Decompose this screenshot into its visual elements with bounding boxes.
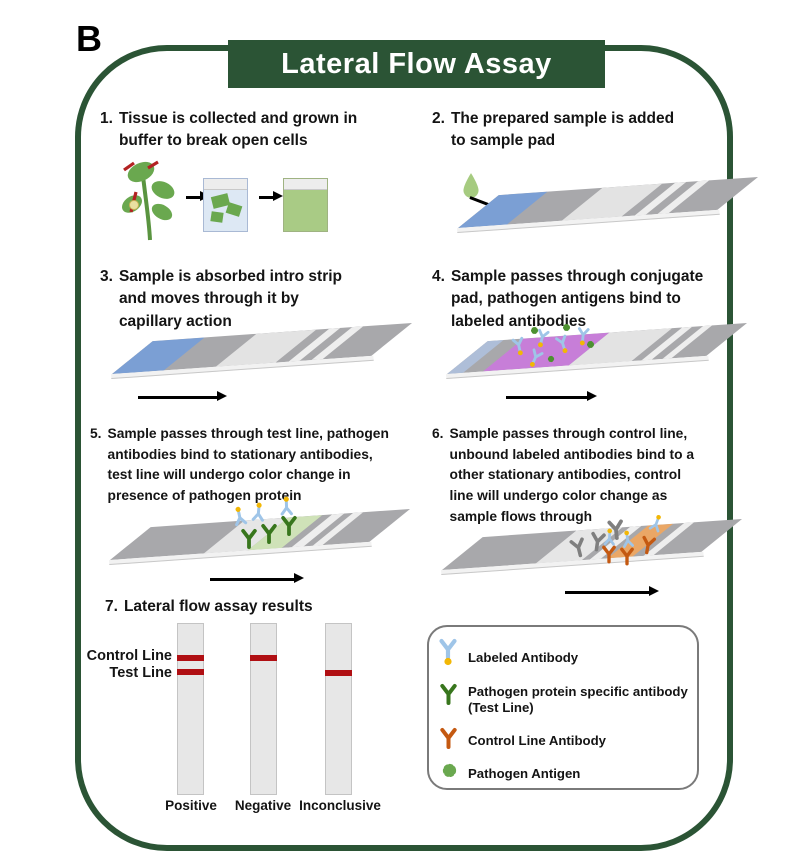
step-6-text: 6. Sample passes through control line, u… xyxy=(432,424,742,527)
step-3-body: Sample is absorbed intro strip and moves… xyxy=(118,268,343,330)
test-line-antibody-icon xyxy=(260,522,278,546)
test-line-antibody-icon xyxy=(439,682,458,707)
pathogen-antigen-icon xyxy=(441,762,458,779)
step-4-body: Sample passes through conjugate pad, pat… xyxy=(450,268,704,330)
test-line-label: Test Line xyxy=(109,665,172,681)
step-7-text: 7. Lateral flow assay results xyxy=(105,596,405,618)
control-line-mark xyxy=(250,655,277,661)
pathogen-antigen-icon xyxy=(586,340,595,349)
control-line-antibody-icon xyxy=(601,544,617,565)
lysate-beaker xyxy=(283,178,328,232)
step-5-text: 5. Sample passes through test line, path… xyxy=(90,424,420,507)
flow-arrow xyxy=(259,192,283,201)
step-1-text: 1. Tissue is collected and grown in buff… xyxy=(100,108,420,153)
legend-test-antibody: Pathogen protein specific antibody xyxy=(468,684,688,699)
result-label-inconclusive: Inconclusive xyxy=(299,798,381,813)
step-5-body: Sample passes through test line, pathoge… xyxy=(107,426,389,504)
legend-control-antibody: Control Line Antibody xyxy=(468,733,606,748)
pathogen-antigen-icon xyxy=(530,326,539,335)
diagram-title-text: Lateral Flow Assay xyxy=(281,47,552,80)
step-3-number: 3. xyxy=(100,268,113,285)
step-1-number: 1. xyxy=(100,110,113,127)
legend-test-antibody-sub: (Test Line) xyxy=(468,700,534,715)
control-line-label: Control Line xyxy=(86,648,172,664)
step-4-number: 4. xyxy=(432,268,445,285)
legend-labeled-antibody: Labeled Antibody xyxy=(468,650,579,665)
step-2-body: The prepared sample is added to sample p… xyxy=(450,110,675,150)
test-line-mark xyxy=(177,669,204,675)
result-label-positive: Positive xyxy=(165,798,217,813)
step-3-text: 3. Sample is absorbed intro strip and mo… xyxy=(100,266,400,333)
tissue-piece xyxy=(210,211,224,223)
step-7-number: 7. xyxy=(105,598,118,615)
control-line-antibody-icon xyxy=(619,546,635,567)
result-strip-positive xyxy=(177,623,204,795)
legend-pathogen-antigen: Pathogen Antigen xyxy=(468,766,581,781)
capillary-flow-arrow xyxy=(138,392,227,401)
capillary-flow-arrow xyxy=(506,392,597,401)
labeled-antibody-icon xyxy=(279,496,295,517)
step-1-body: Tissue is collected and grown in buffer … xyxy=(118,110,358,150)
flow-arrow xyxy=(186,192,210,201)
step-5-number: 5. xyxy=(90,426,102,441)
step-2-number: 2. xyxy=(432,110,445,127)
capillary-flow-arrow xyxy=(210,574,304,583)
beaker-cap xyxy=(204,179,247,190)
pathogen-antigen-icon xyxy=(547,355,555,363)
test-line-antibody-icon xyxy=(280,514,298,538)
step-2-text: 2. The prepared sample is added to sampl… xyxy=(432,108,732,153)
result-strip-negative xyxy=(250,623,277,795)
test-line-antibody-icon xyxy=(240,527,258,551)
labeled-antibody-icon xyxy=(603,528,617,546)
result-strip-inconclusive xyxy=(325,623,352,795)
control-line-antibody-icon xyxy=(439,726,458,751)
step-4-text: 4. Sample passes through conjugate pad, … xyxy=(432,266,742,333)
legend-box xyxy=(427,625,699,790)
plant-icon xyxy=(122,160,175,241)
result-label-negative: Negative xyxy=(234,798,292,813)
control-line-mark xyxy=(177,655,204,661)
step-6-number: 6. xyxy=(432,426,444,441)
labeled-antibody-icon xyxy=(250,501,267,522)
step-6-body: Sample passes through control line, unbo… xyxy=(449,426,695,524)
labeled-antibody-icon xyxy=(620,529,635,549)
labeled-antibody-icon xyxy=(438,638,458,666)
tissue-piece xyxy=(225,202,243,217)
beaker-cap xyxy=(284,179,327,190)
diagram-title-banner: Lateral Flow Assay xyxy=(228,40,605,88)
panel-label: B xyxy=(76,18,102,59)
capillary-flow-arrow xyxy=(565,587,659,596)
buffer-beaker-with-tissue xyxy=(203,178,248,232)
step-7-body: Lateral flow assay results xyxy=(123,598,313,615)
test-line-mark xyxy=(325,670,352,676)
pathogen-antigen-icon xyxy=(562,323,571,332)
